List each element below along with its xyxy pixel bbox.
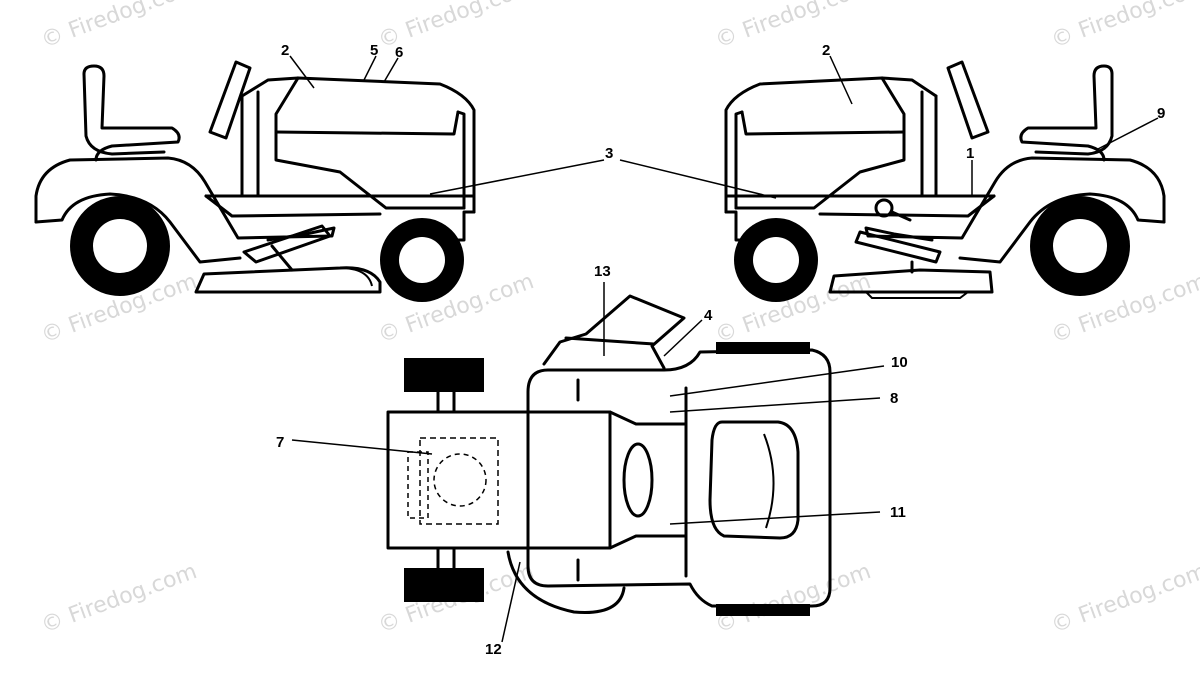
callout-5: 5 bbox=[370, 42, 378, 59]
callout-7: 7 bbox=[276, 434, 284, 451]
callout-13: 13 bbox=[594, 263, 611, 280]
callout-labels: 2 5 6 3 2 1 9 13 4 10 8 7 11 12 bbox=[276, 42, 1165, 658]
callout-12: 12 bbox=[485, 641, 502, 658]
callout-9: 9 bbox=[1157, 105, 1165, 122]
callout-2-left: 2 bbox=[281, 42, 289, 59]
callout-4: 4 bbox=[704, 307, 713, 324]
leader-lines bbox=[289, 55, 1159, 643]
callout-1: 1 bbox=[966, 145, 974, 162]
callout-2-right: 2 bbox=[822, 42, 830, 59]
tractor-right-side-view bbox=[724, 60, 1166, 302]
callout-11: 11 bbox=[890, 504, 906, 521]
callout-6: 6 bbox=[395, 44, 403, 61]
tractor-left-side-view bbox=[34, 60, 476, 302]
callout-8: 8 bbox=[890, 390, 898, 407]
callout-3: 3 bbox=[605, 145, 613, 162]
tractor-top-view bbox=[386, 294, 832, 616]
callout-10: 10 bbox=[891, 354, 908, 371]
